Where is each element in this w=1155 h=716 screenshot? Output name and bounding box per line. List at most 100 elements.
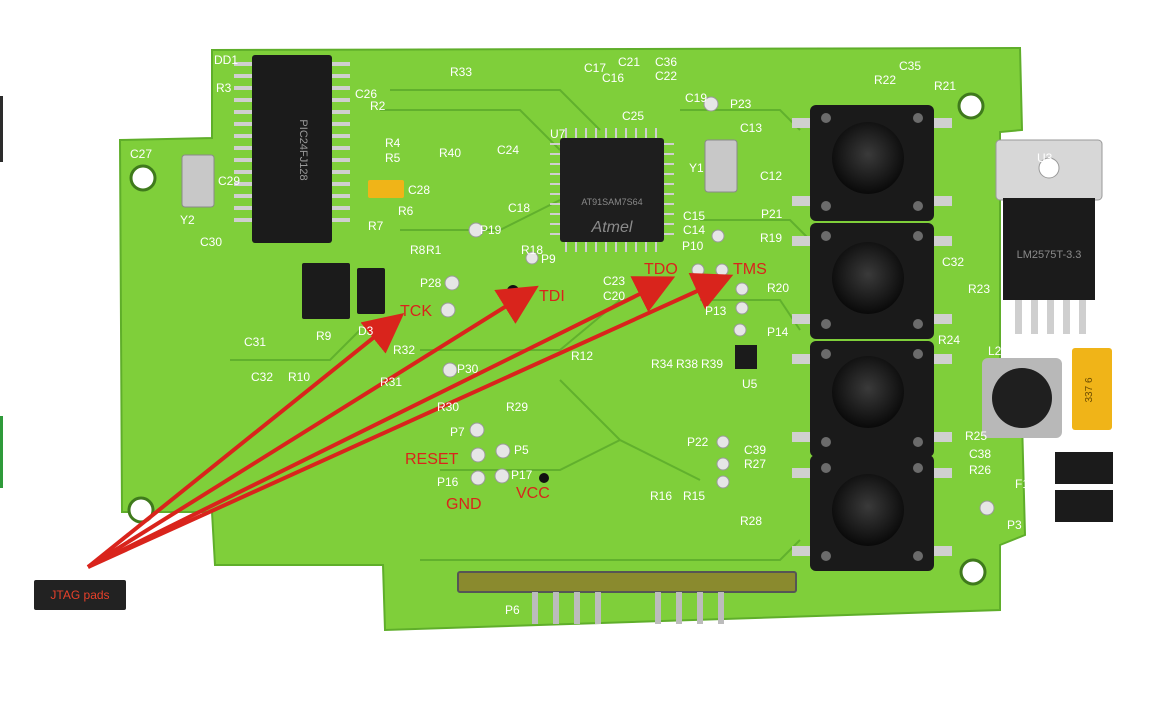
silk-p28: P28 — [420, 276, 442, 290]
silk-r3: R3 — [216, 81, 232, 95]
silk-r6: R6 — [398, 204, 414, 218]
silk-p5: P5 — [514, 443, 529, 457]
silk-c11: C11 — [1092, 324, 1114, 338]
silk-r30: R30 — [437, 400, 460, 414]
silk-p3: P3 — [1007, 518, 1022, 532]
silk-c23: C23 — [603, 274, 626, 288]
silk-c36: C36 — [655, 55, 678, 69]
label-gnd: GND — [446, 496, 482, 513]
chip-d3 — [357, 268, 385, 314]
silk-y2: Y2 — [180, 213, 195, 227]
silk-r16: R16 — [650, 489, 673, 503]
label-reset: RESET — [405, 451, 459, 468]
silk-r26: R26 — [969, 463, 992, 477]
silk-r8: R8 — [410, 243, 426, 257]
silk-r21: R21 — [934, 79, 957, 93]
silk-p30: P30 — [457, 362, 479, 376]
silk-c38: C38 — [969, 447, 992, 461]
silk-c39: C39 — [744, 443, 767, 457]
silk-c30: C30 — [200, 235, 223, 249]
silk-p13: P13 — [705, 304, 727, 318]
edge-mark — [0, 96, 3, 162]
silk-f1: F1 — [1015, 477, 1030, 491]
chip-dd1 — [252, 55, 332, 243]
capacitor-c11 — [1072, 348, 1112, 430]
silk-r10: R10 — [288, 370, 311, 384]
silk-c16: C16 — [602, 71, 625, 85]
silk-y1: Y1 — [689, 161, 704, 175]
chip-dd1-marking: PIC24FJ128 — [297, 119, 309, 180]
silk-p19: P19 — [480, 223, 502, 237]
silk-c13: C13 — [740, 121, 763, 135]
silk-r28: R28 — [740, 514, 763, 528]
diode-d1 — [1055, 452, 1113, 484]
silk-r19: R19 — [760, 231, 783, 245]
chip-u7 — [560, 138, 664, 242]
label-tdi: TDI — [539, 288, 565, 305]
silk-c18: C18 — [508, 201, 531, 215]
silk-d1: D1 — [1030, 454, 1046, 468]
silk-r2: R2 — [370, 99, 386, 113]
silk-r5: R5 — [385, 151, 401, 165]
push-button-3 — [810, 341, 934, 457]
silk-c28: C28 — [408, 183, 431, 197]
silk-r12: R12 — [571, 349, 594, 363]
arrow-to-tms — [87, 272, 734, 569]
silk-r20: R20 — [767, 281, 790, 295]
silk-c19: C19 — [685, 91, 708, 105]
label-tck: TCK — [400, 303, 432, 320]
silk-r1: R1 — [426, 243, 442, 257]
edge-mark — [0, 416, 3, 488]
chip-u3-marking: LM2575T-3.3 — [1017, 249, 1082, 261]
mounting-hole — [129, 164, 157, 192]
silk-p6: P6 — [505, 603, 520, 617]
silk-c25: C25 — [622, 109, 645, 123]
silk-c27: C27 — [130, 147, 153, 161]
connector-p6 — [457, 571, 797, 593]
silk-c17: C17 — [584, 61, 607, 75]
mounting-hole — [959, 558, 987, 586]
jtag-pads-callout: JTAG pads — [34, 580, 126, 610]
push-button-2 — [810, 223, 934, 339]
silk-c35: C35 — [899, 59, 922, 73]
silk-c32: C32 — [942, 255, 965, 269]
diode-d2 — [1055, 490, 1113, 522]
silk-r29: R29 — [506, 400, 529, 414]
silk-p7: P7 — [450, 425, 465, 439]
transistor-u5 — [735, 345, 757, 369]
silk-r32: R32 — [393, 343, 416, 357]
silk-c24: C24 — [497, 143, 520, 157]
crystal-y2 — [181, 154, 215, 208]
silk-r38: R38 — [676, 357, 699, 371]
crystal-y1 — [704, 139, 738, 193]
silk-p9: P9 — [541, 252, 556, 266]
silk-r27: R27 — [744, 457, 767, 471]
silk-c15: C15 — [683, 209, 706, 223]
silk-u7: U7 — [550, 127, 566, 141]
silk-r31: R31 — [380, 375, 403, 389]
tdi-pad — [507, 285, 519, 297]
regulator-u3-body — [1003, 198, 1095, 300]
c11-marking: 337 6 — [1084, 377, 1095, 402]
arrow-to-tdi — [86, 285, 539, 569]
silk-c29: C29 — [218, 174, 241, 188]
silk-c14: C14 — [683, 223, 706, 237]
silk-c26: C26 — [355, 87, 378, 101]
silk-p14: P14 — [767, 325, 789, 339]
silk-r25: R25 — [965, 429, 988, 443]
label-vcc: VCC — [516, 485, 550, 502]
silk-r34: R34 — [651, 357, 674, 371]
silk-r15: R15 — [683, 489, 706, 503]
silk-c31: C31 — [244, 335, 267, 349]
silk-p16: P16 — [437, 475, 459, 489]
push-button-1 — [810, 105, 934, 221]
silk-p17: P17 — [511, 468, 533, 482]
silk-u5: U5 — [742, 377, 758, 391]
silk-r4: R4 — [385, 136, 401, 150]
chip-u7-part: AT91SAM7S64 — [581, 197, 642, 207]
silk-c21: C21 — [618, 55, 641, 69]
silk-c22: C22 — [655, 69, 678, 83]
silk-r7: R7 — [368, 219, 384, 233]
silk-p22: P22 — [687, 435, 709, 449]
